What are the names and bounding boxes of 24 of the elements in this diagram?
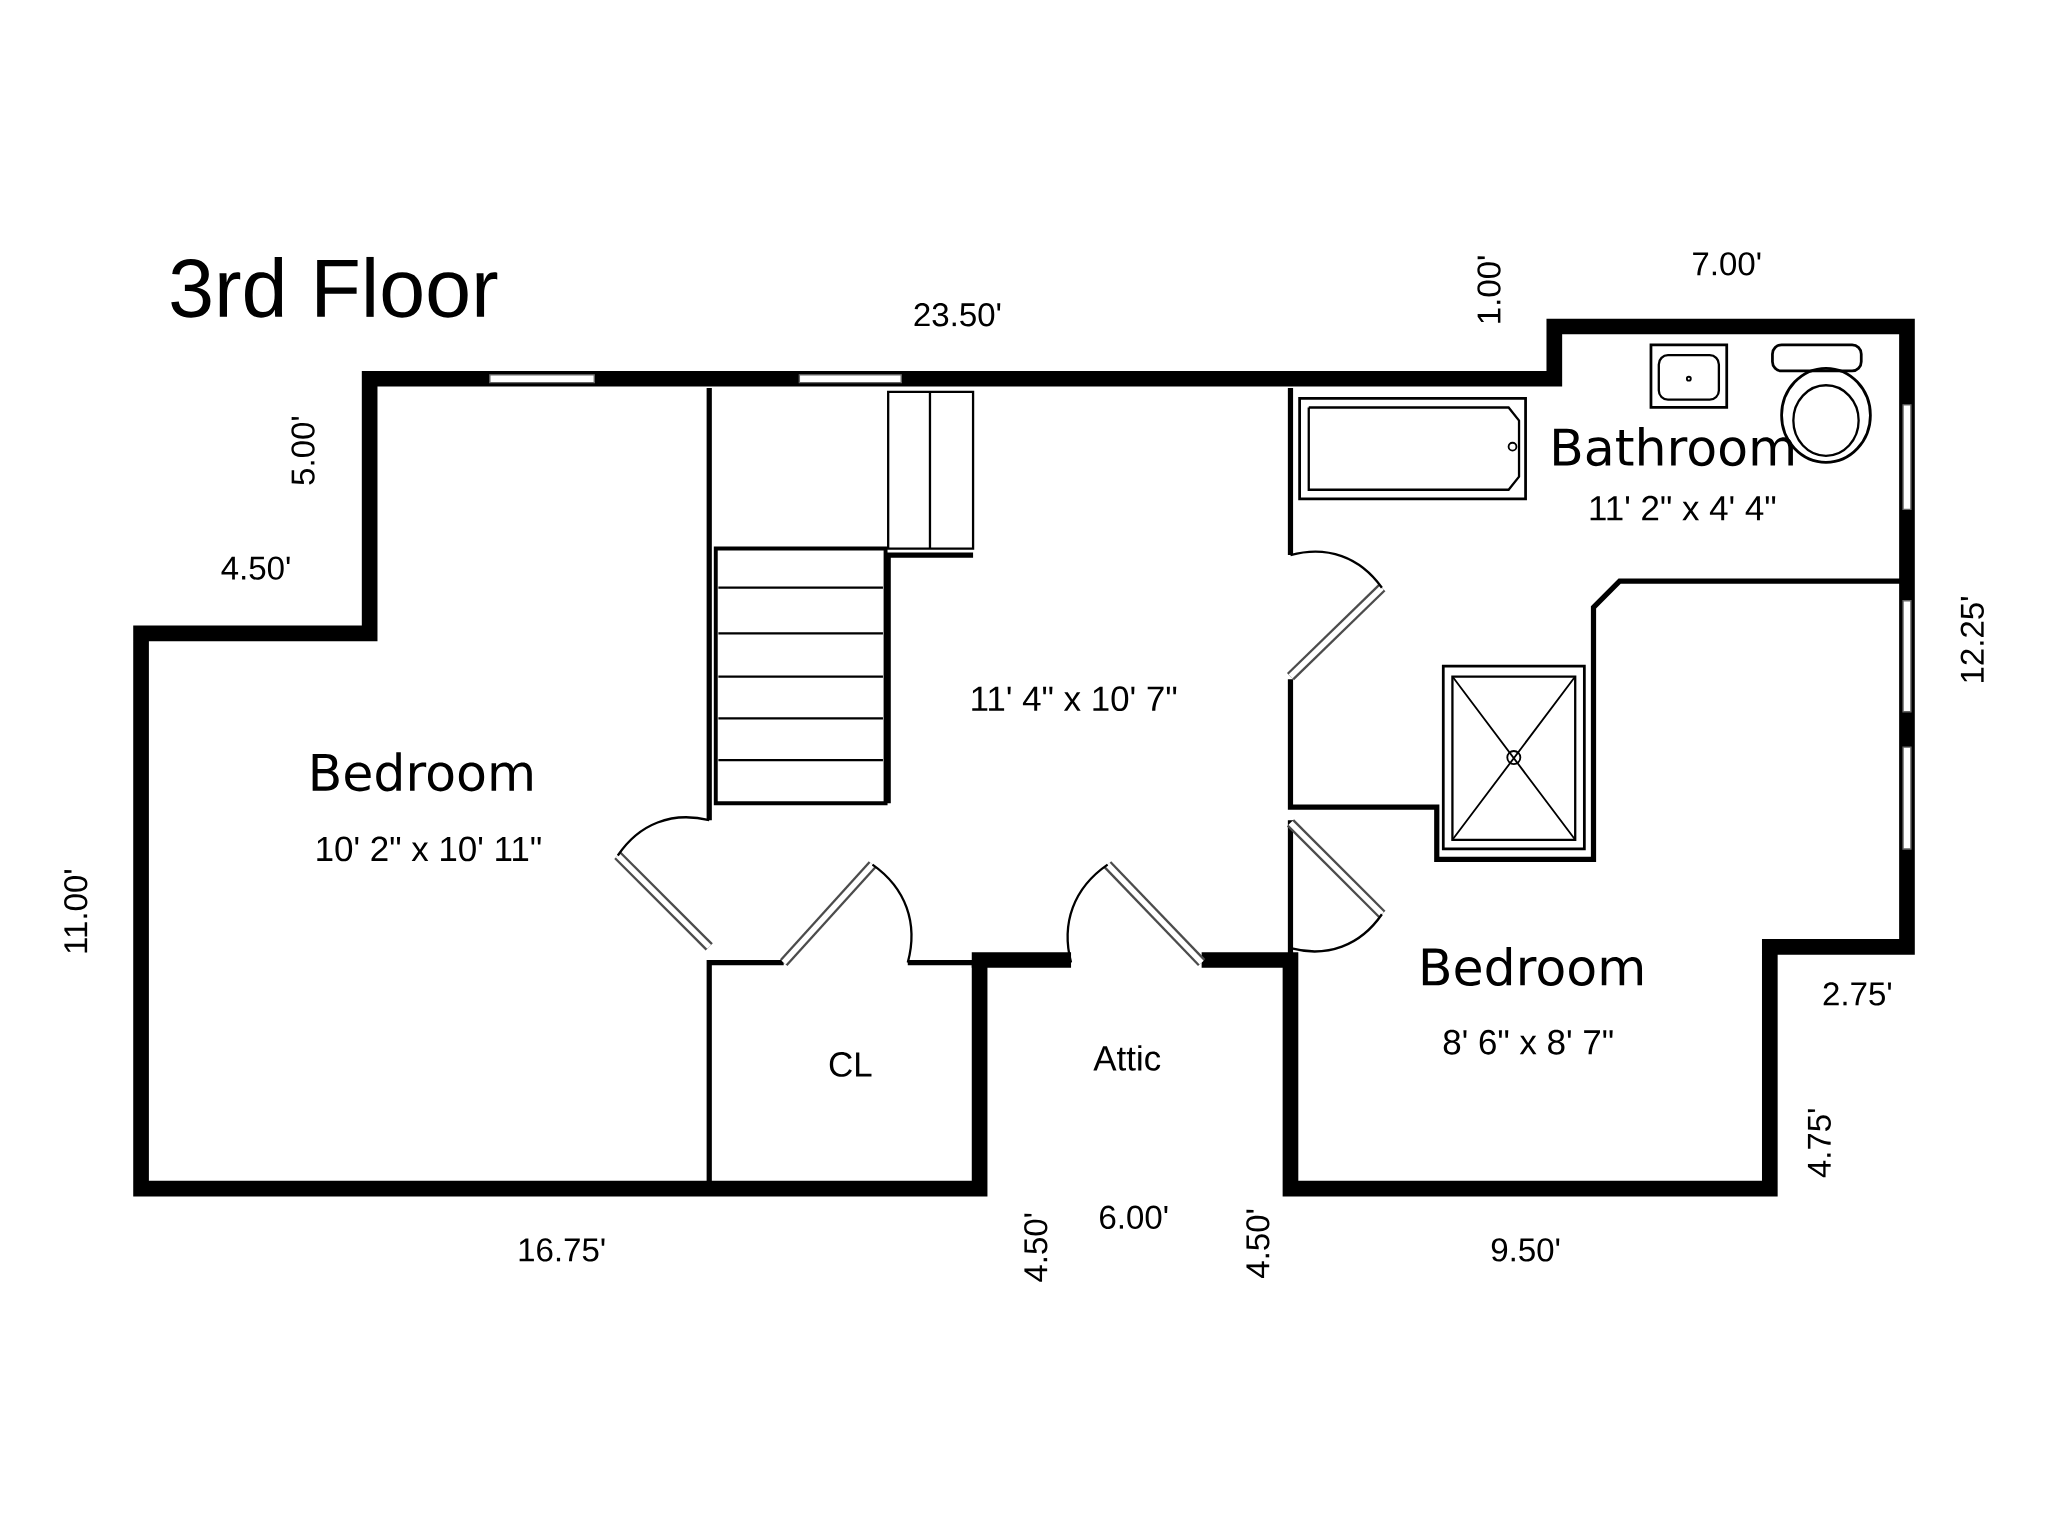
dimension-label: 4.75': [1807, 1109, 1831, 1178]
dimension-label: 4.50': [1024, 1213, 1048, 1282]
room-size-label: Attic: [1093, 1045, 1161, 1071]
room-size-label: 11' 2" x 4' 4": [1590, 495, 1776, 521]
dimension-label: 9.50': [1491, 1238, 1560, 1262]
dimension-label: 5.00': [291, 416, 315, 485]
room-name: Bedroom: [1422, 946, 1642, 987]
dimension-label: 4.50': [221, 556, 290, 580]
room-name: Bathroom: [1554, 427, 1793, 467]
dimension-label: 23.50': [914, 303, 1001, 327]
dimension-label: 7.00': [1693, 252, 1761, 276]
room-size-label: 10' 2" x 10' 11": [317, 836, 541, 862]
dimension-label: 16.75': [519, 1238, 605, 1262]
room-name: Bedroom: [312, 752, 532, 792]
dimension-label: 12.25': [1960, 597, 1984, 682]
dimension-label: 11.00': [64, 870, 88, 953]
room-size-label: CL: [829, 1052, 872, 1077]
title: 3rd Floor: [171, 256, 498, 318]
dimension-label: 1.00': [1477, 256, 1501, 323]
room-size-label: 8' 6" x 8' 7": [1443, 1029, 1613, 1055]
dimension-label: 4.50': [1246, 1209, 1270, 1278]
room-size-label: 11' 4" x 10' 7": [972, 686, 1177, 712]
dimension-label: 2.75': [1823, 982, 1891, 1006]
dimension-label: 6.00': [1100, 1205, 1168, 1229]
